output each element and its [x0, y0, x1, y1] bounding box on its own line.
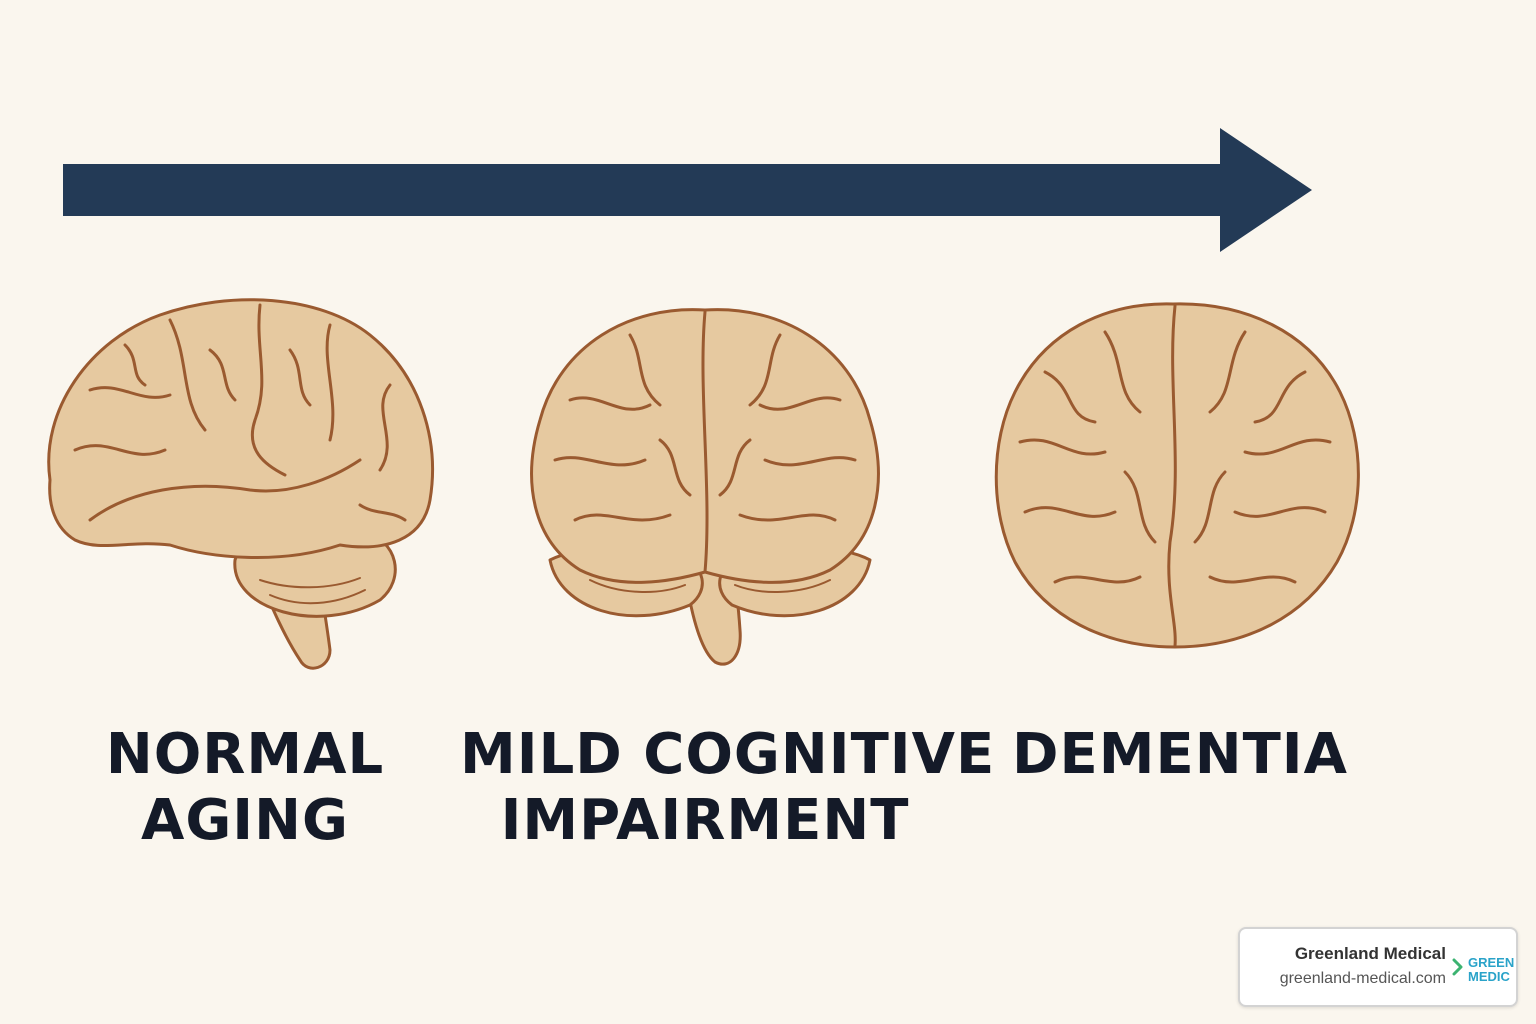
chevron-right-icon: [1452, 958, 1463, 976]
stage-label-line: MILD COGNITIVE: [460, 722, 996, 787]
brain-icon: [47, 298, 434, 670]
brain-icon: [994, 302, 1360, 649]
arrow-right-icon: [63, 128, 1312, 252]
watermark-name: Greenland Medical: [1294, 944, 1446, 963]
stage-label-mild-cognitive-impairment: MILD COGNITIVE IMPAIRMENT: [460, 722, 996, 854]
stage-label-normal-aging: NORMAL AGING: [90, 722, 400, 854]
stage-label-line: DEMENTIA: [1012, 722, 1348, 787]
watermark-logo: GREEN MEDIC: [1468, 956, 1514, 984]
progression-arrow: [63, 128, 1312, 252]
stage-label-line: IMPAIRMENT: [500, 788, 910, 853]
watermark-url[interactable]: greenland-medical.com: [1279, 970, 1446, 987]
stage-label-line: NORMAL: [105, 722, 385, 787]
watermark-logo-line: MEDIC: [1468, 969, 1510, 984]
watermark-logo-line: GREEN: [1468, 955, 1515, 970]
watermark-card[interactable]: Greenland Medical greenland-medical.com …: [1238, 927, 1518, 1007]
stage-label-line: AGING: [141, 788, 349, 853]
brain-icon: [530, 308, 880, 666]
stage-label-dementia: DEMENTIA: [1010, 722, 1350, 788]
